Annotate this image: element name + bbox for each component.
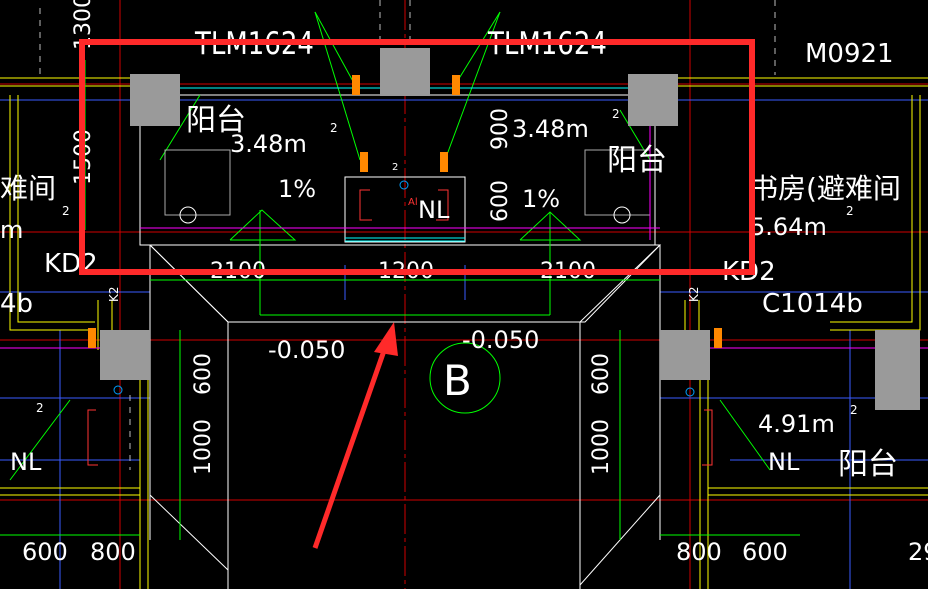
dim-1000-left: 1000	[191, 419, 216, 475]
pipe-markers	[88, 75, 722, 348]
elevation-far-right: 5.64m	[750, 213, 827, 241]
elevation-left: 3.48m	[230, 130, 307, 158]
al-mark: Al	[408, 197, 418, 208]
small-2-e: 2	[36, 401, 44, 415]
level-left: -0.050	[268, 336, 345, 364]
m-fragment: m	[0, 216, 23, 244]
room-label-right: 书房(避难间	[750, 172, 901, 205]
elevation-right: 3.48m	[512, 115, 589, 143]
small-2-b: 2	[612, 107, 620, 121]
dim-600-left: 600	[191, 353, 216, 395]
ramp-outline	[139, 94, 662, 589]
axis-bubble	[429, 342, 501, 414]
level-right: -0.050	[462, 326, 539, 354]
slope-right: 1%	[522, 185, 560, 213]
drain-circles	[113, 180, 695, 397]
small-2-a: 2	[330, 121, 338, 135]
window-left: 4b	[0, 289, 33, 319]
door-label-far-right: M0921	[805, 39, 894, 69]
bottom-dim-600-right: 600	[742, 538, 788, 566]
bottom-dim-800-right: 800	[676, 538, 722, 566]
balcony-label-right: 阳台	[607, 143, 667, 178]
slope-left: 1%	[278, 175, 316, 203]
dim-900: 900	[488, 108, 513, 150]
blue-lines	[0, 99, 928, 589]
room-label-left: 难间	[0, 172, 56, 205]
dim-1000-right: 1000	[589, 419, 614, 475]
elevation-lower-right: 4.91m	[758, 410, 835, 438]
k2-left: K2	[107, 286, 121, 302]
columns	[100, 48, 920, 410]
bottom-dim-800-left: 800	[90, 538, 136, 566]
k2-right: K2	[687, 286, 701, 302]
dashed-lines	[39, 0, 776, 470]
window-right: C1014b	[762, 289, 863, 319]
nl-center: NL	[418, 196, 450, 224]
balcony-label-lower-right: 阳台	[838, 447, 898, 482]
small-2-c: 2	[62, 204, 70, 218]
balcony-label-left: 阳台	[186, 103, 246, 138]
dim-600-right: 600	[589, 353, 614, 395]
annotation-arrow	[312, 322, 398, 549]
nl-lower-right: NL	[768, 448, 800, 476]
small-2-f: 2	[850, 403, 858, 417]
highlight-box	[79, 39, 755, 275]
green-lines	[0, 11, 800, 540]
bottom-dim-29: 29	[908, 538, 928, 566]
bottom-dim-600-left: 600	[22, 538, 68, 566]
small-2-g: 2	[392, 162, 398, 173]
small-2-d: 2	[846, 204, 854, 218]
nl-lower-left: NL	[10, 448, 42, 476]
drain-frames	[87, 189, 713, 466]
dim-600-top: 600	[488, 180, 513, 222]
axis-b-label: B	[443, 356, 472, 405]
